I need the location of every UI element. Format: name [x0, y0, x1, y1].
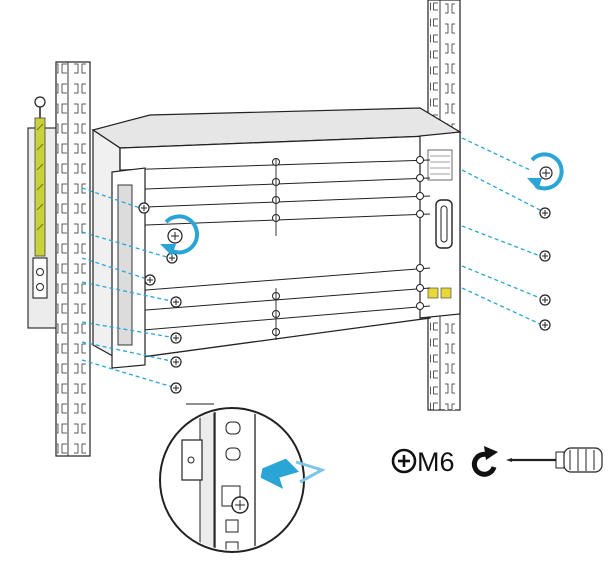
screw-guides — [81, 137, 551, 394]
slot-screw — [416, 264, 424, 272]
chassis — [91, 107, 462, 362]
left-mounting-ear — [111, 167, 146, 369]
slot-screw — [416, 302, 424, 310]
clockwise-arrow-icon — [160, 214, 200, 256]
clockwise-arrow-icon — [471, 446, 498, 477]
slot-screw — [416, 284, 424, 292]
slot-divider — [119, 287, 431, 313]
slot-divider — [119, 267, 431, 293]
board-slots — [119, 156, 431, 340]
phillips-screwdriver-icon — [506, 447, 603, 473]
slot-screw — [416, 174, 424, 182]
slot-divider — [119, 305, 431, 333]
detail-callout — [159, 403, 326, 553]
screw-size-label: M6 — [417, 447, 455, 477]
phillips-head-icon — [391, 448, 417, 474]
slot-screw — [416, 192, 424, 200]
slot-screw — [416, 156, 424, 164]
slot-screw — [416, 210, 424, 218]
clockwise-arrow-icon — [527, 152, 564, 191]
